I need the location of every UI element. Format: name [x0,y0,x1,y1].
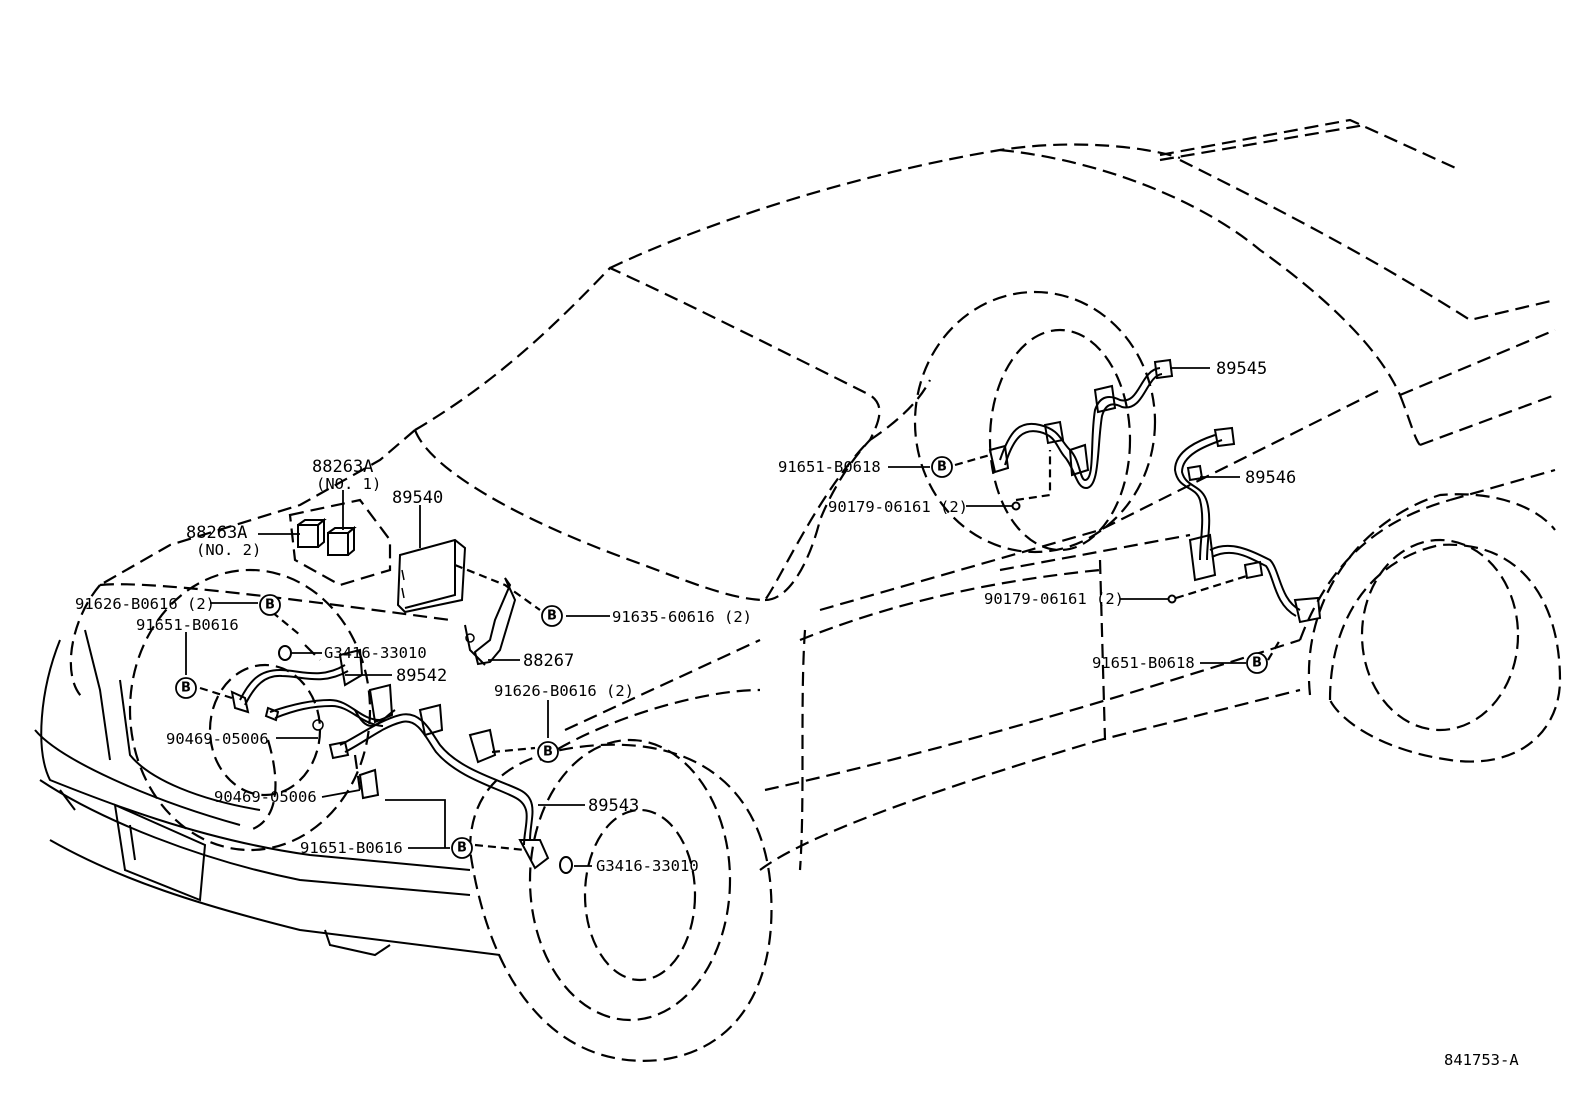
svg-text:B: B [181,681,191,696]
label-89542: 89542 [396,666,447,686]
label-90179-06161-lower: 90179-06161 (2) [984,590,1124,608]
car-body-outline [34,118,1562,1062]
label-g3416-33010-lower: G3416-33010 [596,857,699,875]
label-91626-b0616-left: 91626-B0616 (2) [75,595,215,613]
components [199,358,1322,874]
label-g3416-33010-upper: G3416-33010 [324,644,427,662]
label-89546: 89546 [1245,468,1296,488]
bolt-marker-5: B [451,837,473,859]
abs-ecu [396,538,467,614]
label-89543: 89543 [588,796,639,816]
label-91651-b0616-left: 91651-B0616 [136,616,239,634]
relay-no1 [327,525,357,556]
rear-sensor-89545 [988,358,1174,490]
svg-text:B: B [457,841,467,856]
label-91651-b0616-lower: 91651-B0616 [300,839,403,857]
label-88263a-no1-sub: (NO. 1) [316,475,381,493]
nut-upper [1011,501,1021,511]
bolt-marker-6: B [931,456,953,478]
label-90469-05006-upper: 90469-05006 [166,730,269,748]
label-88263a-no2-sub: (NO. 2) [196,541,261,559]
label-88267: 88267 [523,651,574,671]
svg-text:B: B [265,598,275,613]
svg-text:B: B [543,745,553,760]
bolt-marker-1: B [259,594,281,616]
bolt-marker-7: B [1246,652,1268,674]
diagram-id: 841753-A [1444,1051,1519,1069]
label-89545: 89545 [1216,359,1267,379]
label-89540: 89540 [392,488,443,508]
label-91651-b0618-lower: 91651-B0618 [1092,654,1195,672]
label-90469-05006-lower: 90469-05006 [214,788,317,806]
ecu-bracket [464,577,517,666]
front-right-sensor-harness [230,648,396,731]
svg-text:B: B [1252,656,1262,671]
label-88263a-no2: 88263A [186,523,247,543]
label-90179-06161-upper: 90179-06161 (2) [828,498,968,516]
svg-text:B: B [937,460,947,475]
label-91651-b0618-upper: 91651-B0618 [778,458,881,476]
label-88263a-no1: 88263A [312,457,373,477]
relay-no2 [297,517,327,548]
label-91635-60616: 91635-60616 (2) [612,608,752,626]
nut-lower [1167,594,1177,604]
front-left-sensor-harness [328,703,550,870]
part-labels: 88263A (NO. 1) 88263A (NO. 2) 89540 9162… [75,359,1519,1069]
leader-lines [185,367,1246,867]
rear-sensor-89546 [1173,426,1322,624]
grommet-lower [559,856,573,874]
bolt-marker-3: B [541,605,563,627]
bolt-marker-2: B [175,677,197,699]
label-91626-b0616-center: 91626-B0616 (2) [494,682,634,700]
grommet-upper [278,645,292,661]
bolt-markers: B B B B B B B [175,456,1268,859]
bolt-marker-4: B [537,741,559,763]
svg-text:B: B [547,609,557,624]
